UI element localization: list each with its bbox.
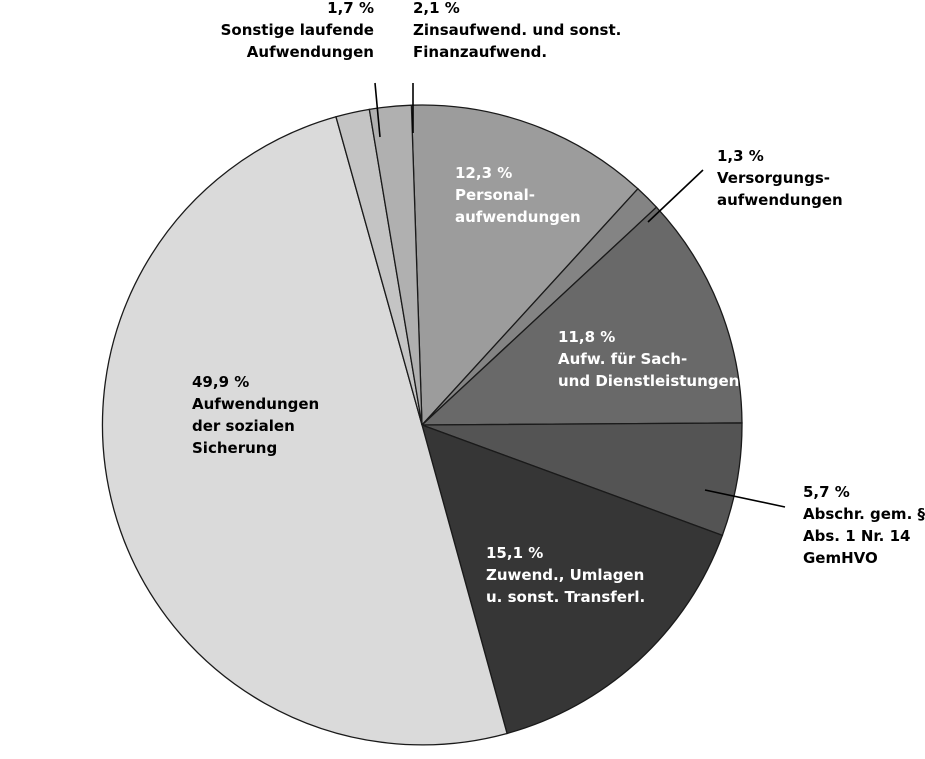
slice-name-label: u. sonst. Transferl.	[486, 588, 645, 606]
pie-slice-6	[101, 115, 508, 746]
slice-label-5: 15,1 % Zuwend., Umlagen u. sonst. Transfer…	[486, 544, 645, 606]
pie-slice-8	[368, 104, 423, 426]
slice-name-label: aufwendungen	[717, 191, 843, 209]
slice-percent-label: 5,7 %	[803, 483, 850, 501]
slice-name-label: Aufwendungen	[192, 395, 319, 413]
leader-line-4	[704, 489, 786, 508]
leader-lines	[374, 82, 786, 508]
slice-label-8: 2,1 % Zinsaufwend. und sonst. Finanzaufwen…	[413, 0, 621, 61]
slice-percent-label: 1,7 %	[327, 0, 374, 17]
pie-slices	[101, 104, 743, 746]
slice-name-label: Finanzaufwend.	[413, 43, 547, 61]
slice-percent-label: 2,1 %	[413, 0, 460, 17]
slice-name-label: Aufwendungen	[247, 43, 374, 61]
slice-percent-label: 15,1 %	[486, 544, 543, 562]
slice-label-4: 5,7 % Abschr. gem. § Abs. 1 Nr. 14 GemHVO	[803, 483, 925, 567]
slice-labels: 12,3 % Personal-aufwendungen 1,3 % Versorgu…	[192, 0, 925, 606]
slice-name-label: Sicherung	[192, 439, 277, 457]
slice-name-label: Abs. 1 Nr. 14	[803, 527, 910, 545]
slice-percent-label: 1,3 %	[717, 147, 764, 165]
slice-name-label: Zuwend., Umlagen	[486, 566, 644, 584]
leader-line-7	[374, 82, 381, 138]
slice-label-1: 12,3 % Personal-aufwendungen	[455, 164, 581, 226]
slice-name-label: Personal-	[455, 186, 535, 204]
leader-line-2	[647, 169, 704, 223]
slice-name-label: GemHVO	[803, 549, 878, 567]
pie-slice-5	[421, 423, 724, 735]
slice-name-label: Versorgungs-	[717, 169, 830, 187]
slice-name-label: und Dienstleistungen	[558, 372, 739, 390]
slice-name-label: Sonstige laufende	[221, 21, 374, 39]
slice-label-2: 1,3 % Versorgungs-aufwendungen	[717, 147, 843, 209]
slice-name-label: Abschr. gem. §	[803, 505, 925, 523]
slice-percent-label: 11,8 %	[558, 328, 615, 346]
slice-percent-label: 49,9 %	[192, 373, 249, 391]
slice-name-label: aufwendungen	[455, 208, 581, 226]
slice-percent-label: 12,3 %	[455, 164, 512, 182]
slice-label-3: 11,8 % Aufw. für Sach-und Dienstleistunge…	[558, 328, 739, 390]
slice-name-label: Aufw. für Sach-	[558, 350, 687, 368]
slice-name-label: der sozialen	[192, 417, 295, 435]
pie-slice-3	[420, 206, 743, 426]
pie-slice-1	[410, 104, 639, 427]
slice-name-label: Zinsaufwend. und sonst.	[413, 21, 621, 39]
